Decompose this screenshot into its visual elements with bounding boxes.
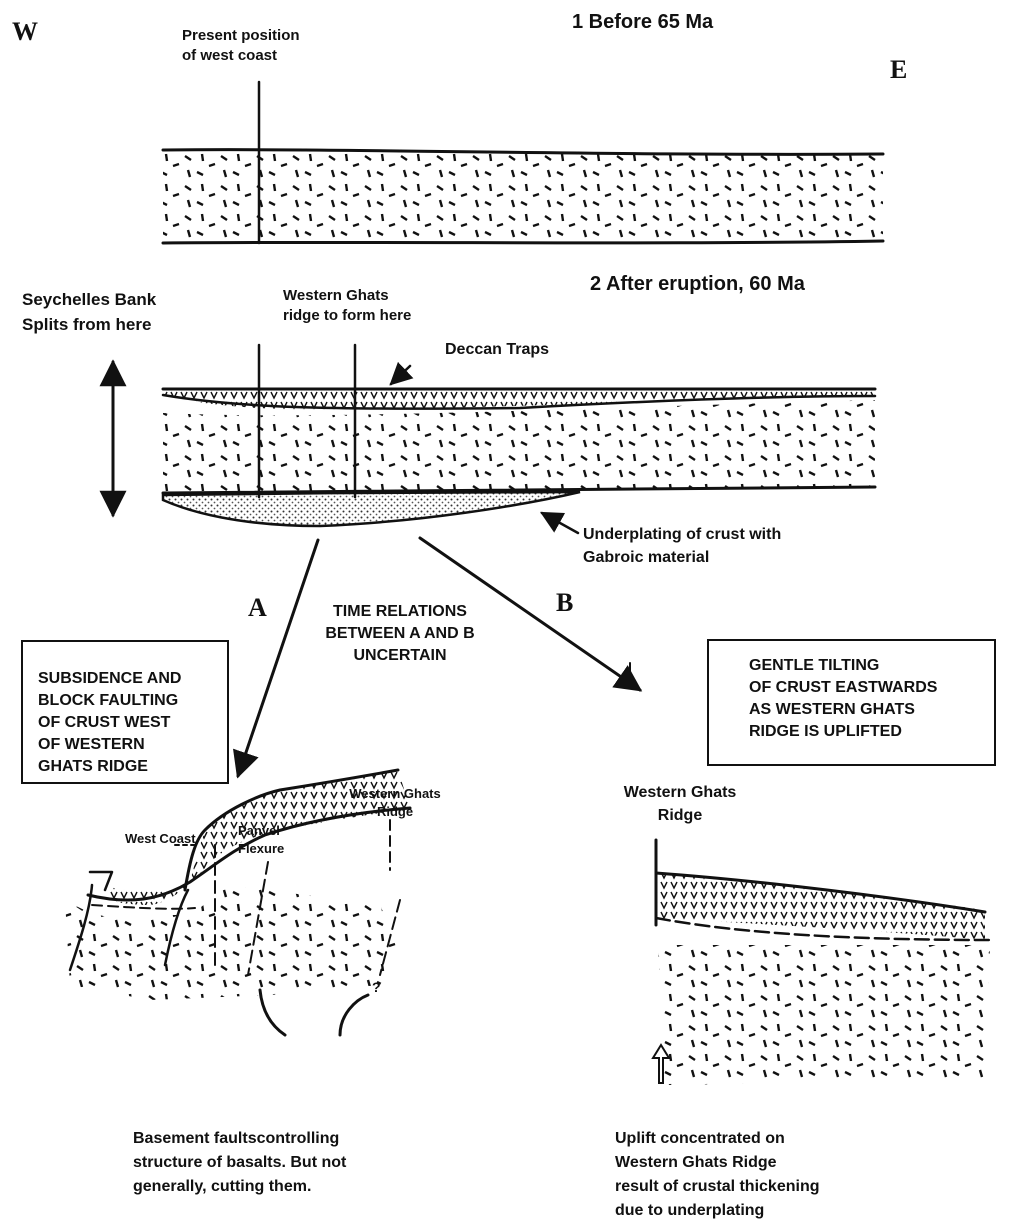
west-label: W	[12, 17, 38, 46]
underplating-arrow	[542, 513, 578, 533]
ghats-form-label-line2: ridge to form here	[283, 307, 411, 324]
present-coast-label-line2: of west coast	[182, 47, 277, 64]
panel-b-box-line4: RIDGE IS UPLIFTED	[749, 723, 902, 740]
panel-b-box-line3: AS WESTERN GHATS	[749, 701, 915, 718]
time-note-line2: BETWEEN A AND B	[325, 625, 474, 642]
underplating-label-line1: Underplating of crust with	[583, 526, 781, 543]
east-label: E	[890, 55, 907, 84]
panel-b-caption-line1: Uplift concentrated on	[615, 1130, 785, 1147]
present-coast-label-line1: Present position	[182, 27, 300, 44]
stage2-title: 2 After eruption, 60 Ma	[590, 273, 806, 295]
panel-b-caption-line3: result of crustal thickening	[615, 1178, 819, 1195]
panel-b-caption-line4: due to underplating	[615, 1202, 764, 1219]
stage1-crust-slab	[163, 150, 883, 243]
panel-a-box-line2: BLOCK FAULTING	[38, 692, 178, 709]
panel-a-box-line1: SUBSIDENCE AND	[38, 670, 181, 687]
ghats-form-label-line1: Western Ghats	[283, 287, 389, 304]
panel-a-box-line4: OF WESTERN	[38, 736, 145, 753]
stage1-title: 1 Before 65 Ma	[572, 11, 714, 33]
time-note-line1: TIME RELATIONS	[333, 603, 467, 620]
time-note-line3: UNCERTAIN	[353, 647, 446, 664]
branch-b-label: B	[556, 588, 573, 617]
seychelles-label-line1: Seychelles Bank	[22, 290, 157, 309]
underplating-lens	[163, 492, 580, 526]
panel-a-box-line3: OF CRUST WEST	[38, 714, 171, 731]
panel-b-ghats-label-line2: Ridge	[658, 807, 703, 824]
panel-b-cross-section	[653, 840, 990, 1085]
panel-a-caption-line2: structure of basalts. But not	[133, 1154, 347, 1171]
panel-a-caption-line3: generally, cutting them.	[133, 1178, 311, 1195]
panel-a-caption-line1: Basement faultscontrolling	[133, 1130, 339, 1147]
svg-text:?: ?	[372, 979, 381, 995]
underplating-label-line2: Gabroic material	[583, 549, 709, 566]
panel-b-ghats-label-line1: Western Ghats	[624, 784, 737, 801]
panel-b-caption-line2: Western Ghats Ridge	[615, 1154, 777, 1171]
deccan-traps-arrow	[391, 366, 410, 384]
seychelles-label-line2: Splits from here	[22, 315, 151, 334]
deccan-traps-label: Deccan Traps	[445, 341, 549, 358]
branch-a-label: A	[248, 593, 267, 622]
panel-b-box-line2: OF CRUST EASTWARDS	[749, 679, 938, 696]
panel-a-box-line5: GHATS RIDGE	[38, 758, 148, 775]
stage2-crust-slab	[163, 389, 875, 526]
panel-b-box-line1: GENTLE TILTING	[749, 657, 879, 674]
